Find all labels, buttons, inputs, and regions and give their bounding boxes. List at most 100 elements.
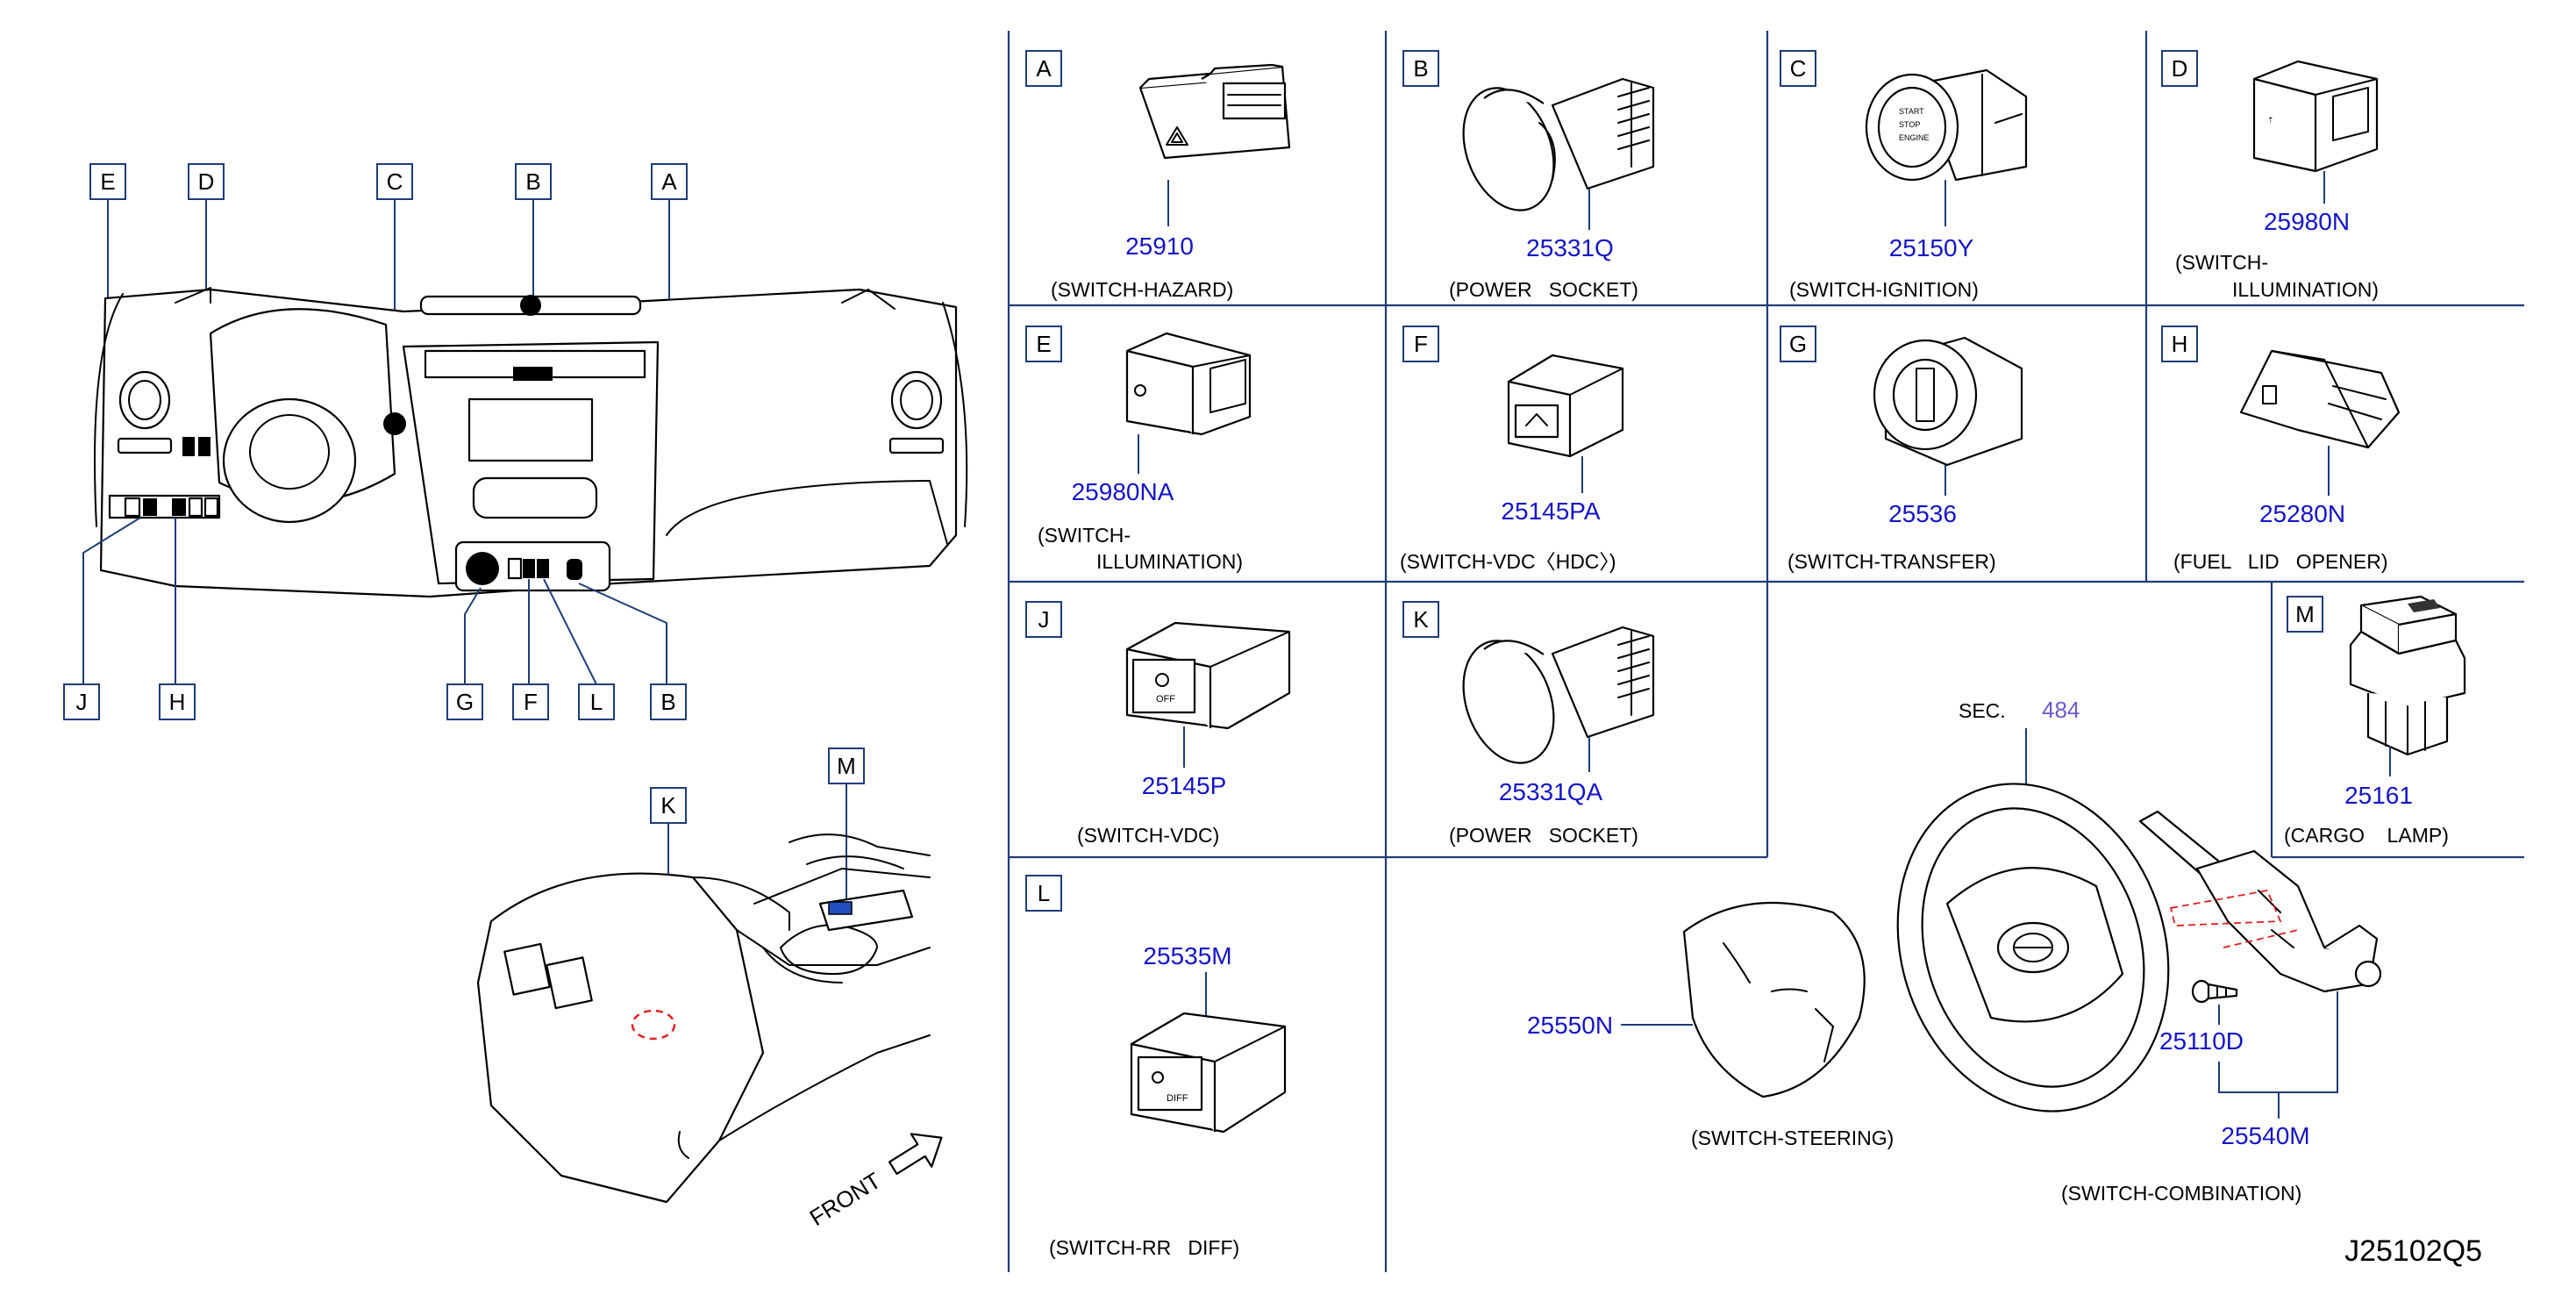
illumination-switch-e-drawing (1125, 332, 1252, 436)
panel-letter-box-h (2161, 326, 2198, 362)
part-number-l: 25535M (1143, 942, 1231, 969)
rr-diff-switch-drawing: DIFF (1130, 1012, 1287, 1134)
panel-f: F 25145PA (SWITCH-VDC〈HDC〉) (1400, 326, 1624, 573)
callout-d: D (198, 168, 215, 195)
panel-letter-box-e (1025, 326, 1062, 362)
panel-letter-box-k (1402, 601, 1439, 638)
vdc-switch-drawing: OFF (1125, 621, 1291, 730)
part-number-a: 25910 (1125, 232, 1194, 260)
svg-text:DIFF: DIFF (1167, 1093, 1188, 1104)
caption-combination: (SWITCH-COMBINATION) (2061, 1182, 2301, 1205)
panel-letter-box-d (2161, 50, 2198, 87)
caption-k: (POWER SOCKET) (1449, 824, 1638, 847)
panel-letter-box-f (1402, 326, 1439, 362)
part-number-f: 25145PA (1501, 497, 1600, 525)
callout-l: L (590, 689, 603, 715)
illumination-switch-d-drawing: ⇡ (2252, 60, 2379, 173)
caption-e-line1: (SWITCH- (1038, 524, 1131, 547)
panel-letter-box-m (2287, 596, 2323, 633)
part-number-steering-switch: 25550N (1527, 1012, 1613, 1039)
steering-switch-drawing (1682, 901, 1866, 1098)
callout-j: J (76, 689, 88, 715)
combination-switch-drawing (2138, 810, 2382, 993)
caption-c: (SWITCH-IGNITION) (1789, 278, 1979, 301)
panel-j: J OFF 25145P (SWITCH-VDC) (1025, 601, 1291, 847)
panel-letter-h: H (2172, 331, 2188, 357)
power-socket-drawing (1462, 77, 1655, 211)
panel-letter-f: F (1414, 331, 1428, 357)
callout-m: M (837, 753, 856, 779)
sec-label: SEC. (1959, 699, 2006, 722)
front-label: FRONT (805, 1167, 886, 1231)
callout-b-top: B (525, 168, 540, 195)
callout-b-bottom: B (660, 689, 675, 715)
callout-k: K (660, 792, 676, 819)
svg-text:ENGINE: ENGINE (1899, 133, 1930, 142)
screw-drawing (2191, 979, 2238, 1004)
caption-m: (CARGO LAMP) (2284, 824, 2449, 847)
panel-k: K 25331QA (POWER SOCKET) (1402, 601, 1655, 847)
callout-c: C (387, 168, 403, 195)
panel-letter-a: A (1036, 55, 1052, 82)
part-number-d: 25980N (2264, 208, 2350, 235)
ignition-switch-drawing: START STOP ENGINE (1865, 68, 2028, 182)
panel-d: D ⇡ 25980N (SWITCH- ILLUMINATION) (2161, 50, 2379, 301)
caption-e-line2: ILLUMINATION) (1096, 550, 1243, 573)
panel-letter-m: M (2295, 601, 2315, 627)
part-number-combination: 25540M (2221, 1122, 2309, 1149)
steering-area: SEC. 484 25550N (SWITCH-STEERING) (1527, 697, 2382, 1205)
panel-e: E 25980NA (SWITCH- ILLUMINATION) (1025, 326, 1252, 573)
callout-a: A (661, 168, 677, 195)
panel-letter-j: J (1038, 606, 1050, 633)
front-indicator: FRONT (805, 1133, 943, 1231)
panel-h: H 25280N (FUEL LID OPENER) (2161, 326, 2401, 573)
panel-letter-g: G (1789, 331, 1807, 357)
callout-f: F (524, 689, 538, 715)
callout-g: G (456, 689, 474, 715)
part-number-b: 25331Q (1526, 234, 1614, 261)
part-number-c: 25150Y (1889, 234, 1974, 261)
panel-l: L 25535M DIFF (SWITCH-RR DIFF) (1025, 875, 1287, 1259)
part-number-m: 25161 (2344, 782, 2413, 809)
caption-a: (SWITCH-HAZARD) (1051, 278, 1233, 301)
console-overview: K M FRONT (476, 748, 943, 1231)
steering-wheel-drawing (1896, 783, 2170, 1112)
panel-letter-box-l (1025, 875, 1062, 912)
caption-steering-switch: (SWITCH-STEERING) (1691, 1127, 1894, 1149)
sec-number: 484 (2042, 697, 2080, 723)
panel-letter-box-j (1025, 601, 1062, 638)
svg-text:OFF: OFF (1156, 694, 1175, 705)
caption-d-line1: (SWITCH- (2175, 251, 2268, 274)
part-number-e: 25980NA (1072, 478, 1174, 505)
transfer-switch-drawing (1873, 336, 2023, 467)
part-number-g: 25536 (1888, 500, 1957, 527)
panel-g: G 25536 (SWITCH-TRANSFER) (1780, 326, 2023, 573)
power-socket-k-drawing (1462, 626, 1655, 764)
dashboard-drawing (94, 287, 968, 598)
part-number-screw: 25110D (2159, 1027, 2244, 1055)
diagram-code: J25102Q5 (2344, 1234, 2482, 1268)
hazard-switch-drawing (1138, 63, 1291, 160)
svg-text:START: START (1899, 107, 1924, 116)
panel-letter-d: D (2172, 55, 2188, 82)
panel-letter-box-g (1780, 326, 1816, 362)
panel-letter-k: K (1413, 606, 1429, 633)
part-number-j: 25145P (1142, 772, 1227, 799)
caption-g: (SWITCH-TRANSFER) (1788, 550, 1996, 573)
caption-j: (SWITCH-VDC) (1077, 824, 1219, 847)
caption-h: (FUEL LID OPENER) (2173, 550, 2388, 573)
hidden-attachment-lines (2169, 889, 2299, 948)
caption-b: (POWER SOCKET) (1449, 278, 1638, 301)
panel-letter-box-a (1025, 50, 1062, 87)
caption-f: (SWITCH-VDC〈HDC〉) (1400, 550, 1616, 573)
hidden-socket-marker (631, 1009, 676, 1041)
part-number-k: 25331QA (1499, 778, 1603, 805)
callout-e: E (100, 168, 115, 195)
cargo-lamp-switch-drawing (2349, 595, 2466, 756)
panel-letter-e: E (1036, 331, 1051, 357)
panel-letter-c: C (1790, 55, 1807, 82)
caption-d-line2: ILLUMINATION) (2232, 278, 2379, 301)
console-drawing (476, 833, 931, 1204)
callout-h: H (169, 689, 186, 715)
